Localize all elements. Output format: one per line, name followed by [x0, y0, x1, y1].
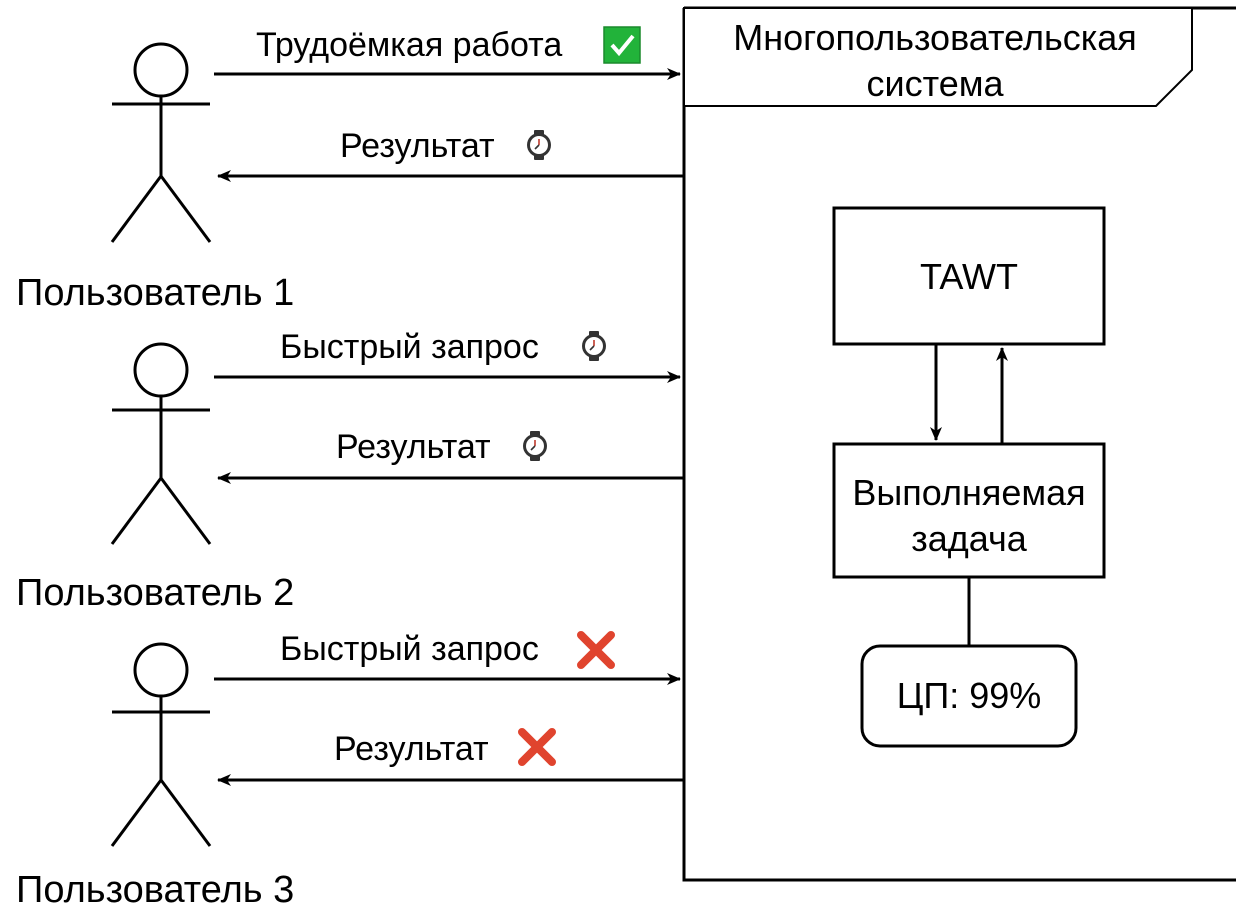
user-name: Пользователь 2 [16, 572, 294, 614]
user-3: Пользователь 3 Быстрый запрос Результат [16, 630, 684, 911]
result-label: Результат [336, 428, 491, 466]
system-title-line2: система [867, 63, 1005, 104]
cpu-node: ЦП: 99% [860, 644, 1078, 748]
user-name: Пользователь 1 [16, 272, 294, 314]
user-1: Пользователь 1 Трудоёмкая работа Результ… [16, 25, 684, 314]
clock-icon [522, 430, 548, 462]
task-node: Выполняемая задача [832, 442, 1106, 579]
result-label: Результат [340, 127, 495, 165]
cpu-box [860, 644, 1078, 748]
actor-figure [110, 42, 212, 243]
result-label: Результат [334, 730, 489, 768]
clock-icon [581, 330, 607, 362]
task-box [832, 442, 1106, 579]
actor-figure [110, 342, 212, 545]
system-title-tab [683, 7, 1193, 107]
clock-icon [526, 129, 552, 161]
task-label-line1: Выполняемая [852, 472, 1085, 513]
system-boundary [682, 8, 1236, 882]
cross-icon [522, 732, 552, 762]
scheduler-node: TAWT [832, 206, 1106, 346]
user-2: Пользователь 2 Быстрый запрос Результат [16, 328, 684, 614]
actor-figure [110, 642, 212, 847]
scheduler-box [832, 206, 1106, 346]
user-name: Пользователь 3 [16, 869, 294, 910]
cpu-label: ЦП: 99% [897, 675, 1042, 716]
task-label-line2: задача [911, 518, 1028, 559]
scheduler-label: TAWT [920, 256, 1018, 297]
check-icon [602, 25, 642, 65]
cross-icon [581, 635, 611, 665]
request-label: Быстрый запрос [280, 328, 539, 366]
system-title-line1: Многопользовательская [733, 17, 1137, 58]
request-label: Трудоёмкая работа [256, 26, 562, 64]
system-frame: Многопользовательская система [682, 6, 1236, 882]
request-label: Быстрый запрос [280, 630, 539, 668]
